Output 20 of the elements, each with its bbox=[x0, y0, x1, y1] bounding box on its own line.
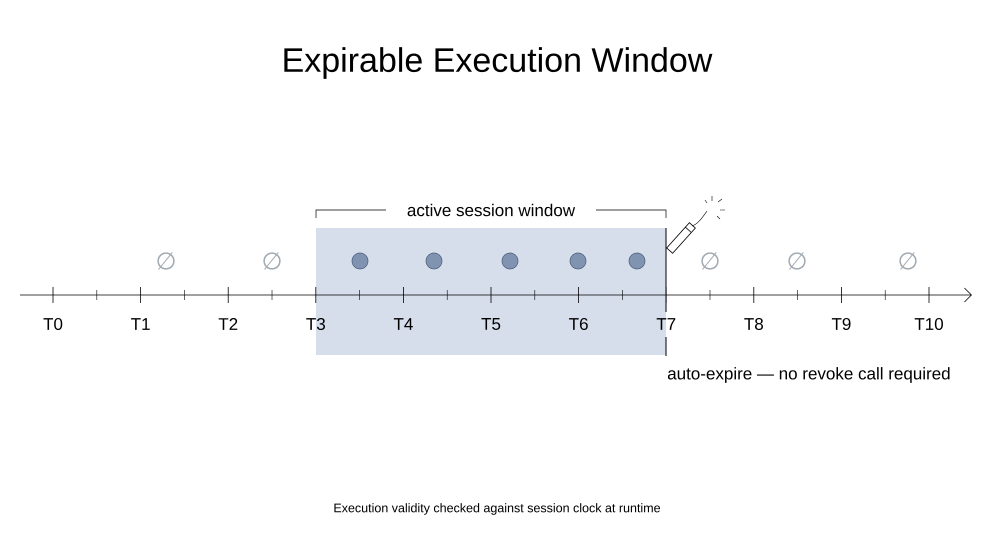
tick-label: T4 bbox=[394, 318, 413, 330]
tick-label: T10 bbox=[914, 318, 943, 330]
null-symbol: ∅ bbox=[899, 252, 917, 270]
tick-label: T5 bbox=[481, 318, 500, 330]
tick-label: T3 bbox=[306, 318, 325, 330]
tick-label: T0 bbox=[43, 318, 62, 330]
tick-label: T2 bbox=[218, 318, 238, 330]
expiry-note: auto-expire — no revoke call required bbox=[668, 367, 950, 383]
null-symbol: ∅ bbox=[788, 252, 806, 270]
caption: Execution validity checked against session clock at runtime bbox=[334, 503, 660, 515]
tick-label: T7 bbox=[656, 318, 676, 330]
active-session-label: active session window bbox=[408, 204, 576, 216]
tick-label: T6 bbox=[569, 318, 588, 330]
null-symbol: ∅ bbox=[701, 252, 719, 270]
tick-label: T9 bbox=[832, 318, 851, 330]
tick-label: T8 bbox=[744, 318, 763, 330]
title: Expirable Execution Window bbox=[284, 47, 712, 79]
tick-label: T1 bbox=[131, 318, 150, 330]
null-symbol: ∅ bbox=[263, 252, 281, 270]
null-symbol: ∅ bbox=[157, 252, 175, 270]
